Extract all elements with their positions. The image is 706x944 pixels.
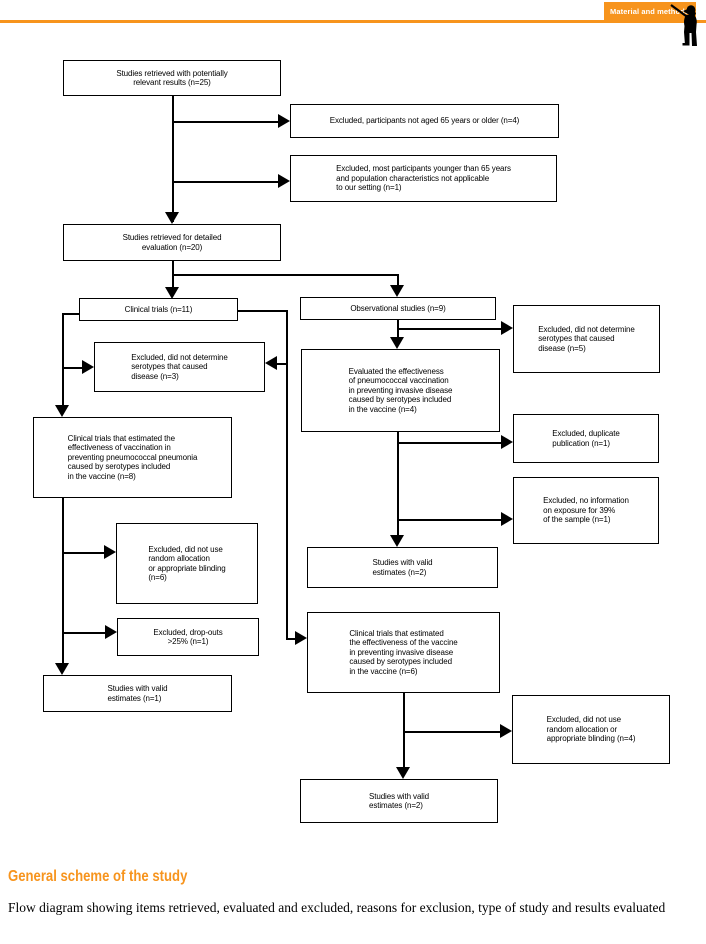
arrow-into-observational [390,285,404,297]
connector-branch-younger [172,181,278,183]
connector-branch-duplicate [397,442,502,444]
presenter-silhouette-icon [670,4,697,46]
flow-box-excluded-no-random-n6-label: Excluded, did not use random allocation … [148,544,226,582]
flow-box-excluded-not-aged: Excluded, participants not aged 65 years… [290,104,559,138]
arrow-into-evaluated [390,337,404,349]
flow-box-observational-studies-label: Observational studies (n=9) [350,303,446,313]
flow-box-valid-estimates-observational-label: Studies with valid estimates (n=2) [372,558,433,577]
section-tab-label: Material and methods [610,6,690,16]
flow-box-excluded-no-random-n4: Excluded, did not use random allocation … [512,695,670,764]
arrow-into-valid-estimates-observational [390,535,404,547]
flow-box-ct-invasive: Clinical trials that estimated the effec… [307,612,500,693]
connector-branch-no-random-n4 [403,731,500,733]
arrow-into-no-exposure [501,512,513,526]
arrow-into-ct-pneumonia [55,405,69,417]
flow-box-valid-estimates-clinical-label: Studies with valid estimates (n=1) [107,684,168,703]
flow-box-excluded-serotypes-n5-label: Excluded, did not determine serotypes th… [538,324,635,353]
connector-into-ct-invasive [286,638,295,640]
caption-body: Flow diagram showing items retrieved, ev… [8,900,666,915]
flow-box-detailed-evaluation: Studies retrieved for detailed evaluatio… [63,224,281,261]
connector-ct-right-rail [286,310,288,638]
flow-box-clinical-trials-label: Clinical trials (n=11) [124,304,193,314]
flow-box-excluded-not-aged-label: Excluded, participants not aged 65 years… [329,116,520,126]
flow-box-studies-retrieved: Studies retrieved with potentially relev… [63,60,281,96]
arrow-into-duplicate [501,435,513,449]
flow-box-excluded-no-exposure-info: Excluded, no information on exposure for… [513,477,659,544]
flow-box-excluded-duplicate-label: Excluded, duplicate publication (n=1) [552,429,620,448]
arrow-into-detailed-evaluation [165,212,179,224]
connector-evaluated-down [397,432,399,537]
flow-box-evaluated-effectiveness-label: Evaluated the effectiveness of pneumococ… [348,366,453,414]
connector-split-horizontal [172,274,397,276]
arrow-into-valid-estimates-final [396,767,410,779]
header-accent-rule [0,20,706,23]
arrow-into-no-random-n4 [500,724,512,738]
connector-ct-left-rail [62,313,64,407]
connector-branch-serotypes-n3-right [277,363,286,365]
arrow-into-excluded-younger [278,174,290,188]
connector-split-right [397,274,399,287]
arrow-into-excluded-not-aged [278,114,290,128]
arrow-into-serotypes-n3-left [82,360,94,374]
flow-box-observational-studies: Observational studies (n=9) [300,297,496,320]
flow-box-ct-pneumonia: Clinical trials that estimated the effec… [33,417,232,498]
flow-box-excluded-younger-label: Excluded, most participants younger than… [336,164,511,193]
flow-box-excluded-no-exposure-info-label: Excluded, no information on exposure for… [543,496,629,525]
connector-branch-no-exposure [397,519,502,521]
flow-box-valid-estimates-final-label: Studies with valid estimates (n=2) [368,791,429,810]
flow-box-excluded-serotypes-n3: Excluded, did not determine serotypes th… [94,342,265,392]
flow-box-excluded-younger: Excluded, most participants younger than… [290,155,557,202]
flow-box-ct-invasive-label: Clinical trials that estimated the effec… [349,628,458,676]
flow-box-excluded-dropouts-label: Excluded, drop-outs >25% (n=1) [153,627,223,646]
flow-box-excluded-dropouts: Excluded, drop-outs >25% (n=1) [117,618,259,656]
connector-branch-serotypes-n5 [397,328,502,330]
connector-ct-right-out [238,310,286,312]
connector-observational-down [397,320,399,339]
flow-box-studies-retrieved-label: Studies retrieved with potentially relev… [116,68,228,87]
flow-box-excluded-no-random-n6: Excluded, did not use random allocation … [116,523,258,604]
flow-box-ct-pneumonia-label: Clinical trials that estimated the effec… [67,433,198,481]
connector-branch-no-random-n6 [62,552,105,554]
flow-box-excluded-serotypes-n5: Excluded, did not determine serotypes th… [513,305,660,373]
connector-pneumonia-down [62,498,64,664]
flow-box-evaluated-effectiveness: Evaluated the effectiveness of pneumococ… [301,349,500,432]
flow-box-valid-estimates-final: Studies with valid estimates (n=2) [300,779,498,823]
connector-branch-not-aged [172,121,278,123]
flow-box-valid-estimates-clinical: Studies with valid estimates (n=1) [43,675,232,712]
arrow-into-ct-invasive [295,631,307,645]
connector-retrieved-down [172,96,174,222]
caption-title: General scheme of the study [8,868,188,885]
flow-box-excluded-duplicate: Excluded, duplicate publication (n=1) [513,414,659,463]
connector-ct-left-out [62,313,79,315]
flow-box-valid-estimates-observational: Studies with valid estimates (n=2) [307,547,498,588]
arrow-into-dropouts [105,625,117,639]
connector-branch-dropouts [62,632,106,634]
flow-box-clinical-trials: Clinical trials (n=11) [79,298,238,321]
flow-box-detailed-evaluation-label: Studies retrieved for detailed evaluatio… [122,233,222,252]
connector-branch-serotypes-n3-left [62,367,83,369]
arrow-into-serotypes-n5 [501,321,513,335]
arrow-into-no-random-n6 [104,545,116,559]
arrow-into-clinical-trials [165,287,179,299]
arrow-into-serotypes-n3 [265,356,277,370]
arrow-into-valid-estimates-clinical [55,663,69,675]
flow-box-excluded-no-random-n4-label: Excluded, did not use random allocation … [546,715,636,744]
flow-box-excluded-serotypes-n3-label: Excluded, did not determine serotypes th… [131,352,228,381]
